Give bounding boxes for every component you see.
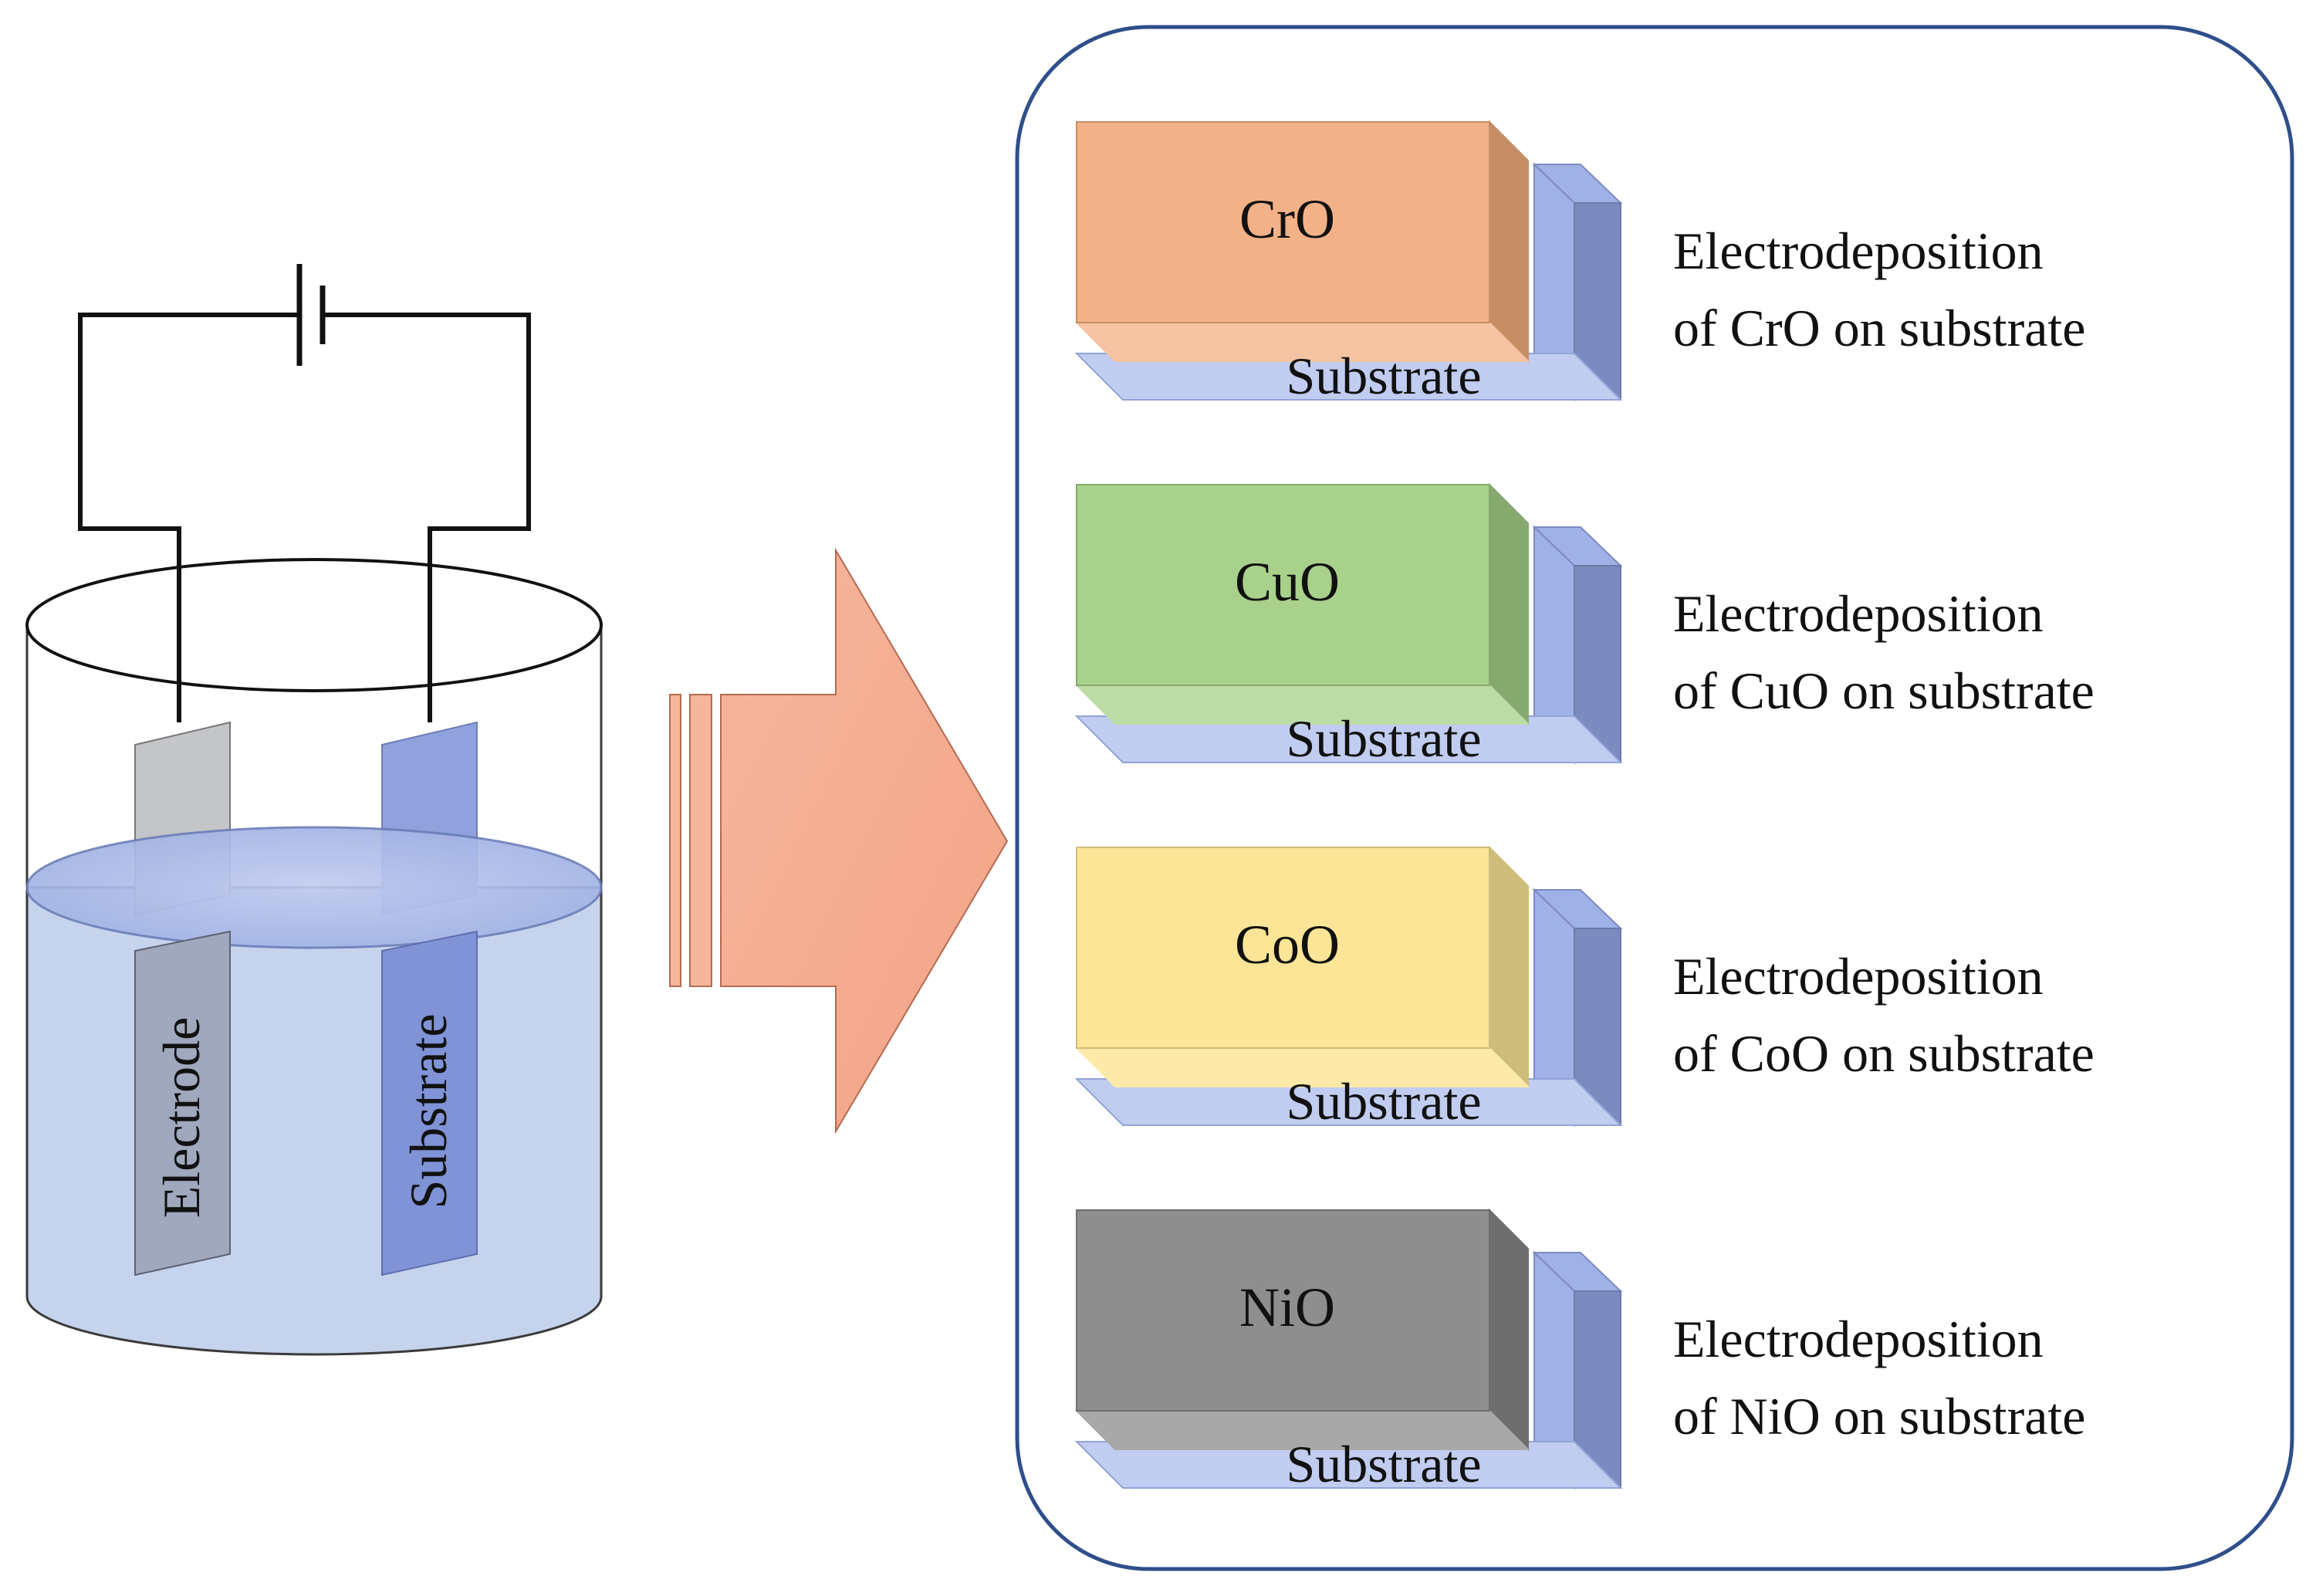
electrode-plate-lower — [134, 930, 231, 1276]
substrate-label: Substrate — [1286, 709, 1481, 768]
solution-surface — [25, 826, 603, 949]
arrow-body — [720, 547, 1009, 1134]
oxide-side-face — [1489, 482, 1529, 726]
oxide-label: NiO — [1239, 1276, 1335, 1338]
deposition-row: NiO Substrate Electrodeposition of NiO on s… — [1074, 1208, 2085, 1493]
description-line-2: of NiO on substrate — [1673, 1387, 2085, 1446]
description-line-1: Electrodeposition — [1673, 947, 2044, 1006]
description-line-1: Electrodeposition — [1673, 221, 2044, 280]
electrode-label: Electrode — [152, 1017, 211, 1219]
substrate-plate-lower — [381, 930, 478, 1276]
solution-body — [25, 886, 603, 1356]
oxide-side-face — [1489, 845, 1529, 1089]
deposition-row: CrO Substrate Electrodeposition of CrO on s… — [1074, 120, 2085, 405]
oxide-front-face — [1076, 484, 1490, 686]
description-line-1: Electrodeposition — [1673, 584, 2044, 643]
oxide-label: CuO — [1235, 551, 1340, 613]
results-panel — [1015, 25, 2294, 1571]
description-line-1: Electrodeposition — [1673, 1310, 2044, 1368]
oxide-front-face — [1076, 1209, 1490, 1412]
arrow-stripe-2 — [689, 694, 712, 987]
description-line-2: of CoO on substrate — [1673, 1024, 2095, 1083]
deposition-row: CoO Substrate Electrodeposition of CoO on s… — [1074, 845, 2095, 1131]
arrow-stripe-1 — [669, 694, 681, 987]
process-arrow — [669, 547, 1009, 1134]
substrate-plate-label: Substrate — [399, 1013, 458, 1209]
oxide-label: CrO — [1239, 188, 1335, 250]
substrate-label: Substrate — [1286, 1435, 1481, 1493]
description-line-2: of CrO on substrate — [1673, 299, 2085, 357]
description-line-2: of CuO on substrate — [1673, 661, 2095, 720]
oxide-side-face — [1489, 120, 1529, 363]
circuit-wire-right — [323, 313, 531, 722]
substrate-label: Substrate — [1286, 1072, 1481, 1131]
circuit-wire — [78, 313, 299, 722]
substrate-label: Substrate — [1286, 347, 1481, 405]
deposition-row: CuO Substrate Electrodeposition of CuO on s… — [1074, 482, 2095, 768]
oxide-side-face — [1489, 1208, 1529, 1452]
oxide-front-face — [1076, 121, 1490, 323]
oxide-label: CoO — [1235, 914, 1340, 976]
oxide-front-face — [1076, 847, 1490, 1049]
electrochemical-cell: Electrode Substrate — [25, 264, 603, 1356]
beaker-rim — [25, 558, 603, 692]
